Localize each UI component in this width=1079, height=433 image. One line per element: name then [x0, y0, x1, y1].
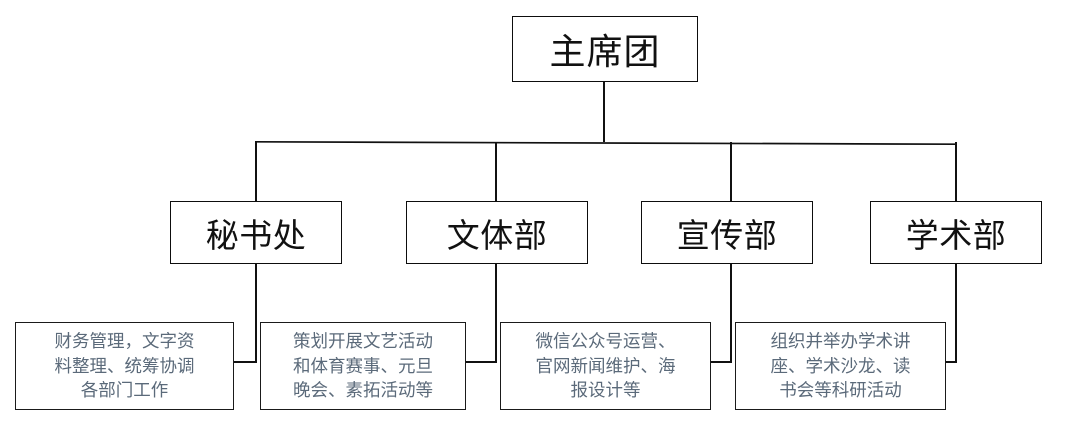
- connector-drop-culture-sports-description: [495, 263, 497, 363]
- connector-drop-academic: [955, 142, 957, 202]
- org-node-publicity-label: 宣传部: [676, 216, 778, 254]
- org-node-culture-sports[interactable]: 文体部: [406, 201, 588, 264]
- org-node-presidium-label: 主席团: [549, 31, 661, 72]
- connector-elbow-culture-sports-description: [465, 361, 496, 363]
- connector-drop-publicity: [730, 142, 732, 202]
- connector-elbow-publicity-description: [710, 361, 731, 363]
- org-description-secretariat[interactable]: 财务管理，文字资 料整理、统筹协调 各部门工作: [15, 322, 234, 410]
- org-description-publicity-text: 微信公众号运营、 官网新闻维护、海 报设计等: [535, 330, 676, 401]
- org-node-secretariat[interactable]: 秘书处: [170, 201, 342, 264]
- org-description-culture-sports-text: 策划开展文艺活动 和体育赛事、元旦 晚会、素拓活动等: [293, 330, 433, 401]
- connector-elbow-secretariat-description: [233, 361, 256, 363]
- org-node-secretariat-label: 秘书处: [205, 216, 307, 254]
- org-description-academic[interactable]: 组织并举办学术讲 座、学术沙龙、读 书会等科研活动: [735, 322, 946, 410]
- org-node-publicity[interactable]: 宣传部: [641, 201, 813, 264]
- org-node-academic-label: 学术部: [905, 216, 1007, 254]
- org-description-academic-text: 组织并举办学术讲 座、学术沙龙、读 书会等科研活动: [770, 330, 911, 401]
- connector-drop-culture-sports: [495, 142, 497, 202]
- connector-drop-secretariat-description: [255, 263, 257, 363]
- connector-elbow-academic-description: [945, 361, 956, 363]
- org-node-culture-sports-label: 文体部: [446, 216, 548, 254]
- connector-horizontal-bus: [254, 140, 957, 146]
- org-node-academic[interactable]: 学术部: [870, 201, 1042, 264]
- connector-drop-secretariat: [255, 142, 257, 202]
- org-description-secretariat-text: 财务管理，文字资 料整理、统筹协调 各部门工作: [54, 330, 195, 401]
- connector-drop-publicity-description: [730, 263, 732, 363]
- org-description-publicity[interactable]: 微信公众号运营、 官网新闻维护、海 报设计等: [500, 322, 711, 410]
- org-description-culture-sports[interactable]: 策划开展文艺活动 和体育赛事、元旦 晚会、素拓活动等: [260, 322, 466, 410]
- org-node-presidium[interactable]: 主席团: [512, 16, 698, 82]
- connector-drop-academic-description: [955, 263, 957, 363]
- connector-root-stem: [603, 82, 605, 142]
